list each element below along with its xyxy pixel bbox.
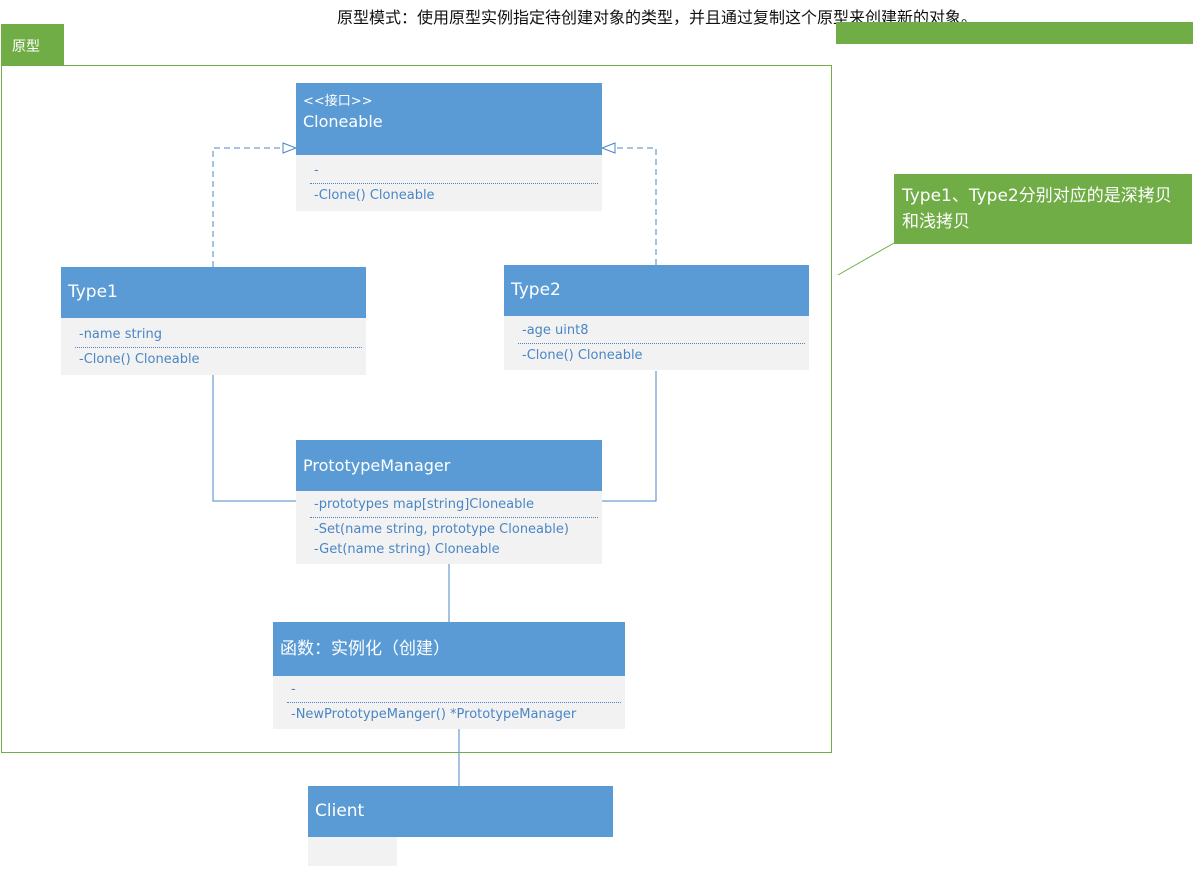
class-header: <<接口>> Cloneable — [296, 83, 602, 155]
class-header: 函数：实例化（创建） — [273, 622, 625, 676]
class-field: - — [314, 163, 319, 178]
class-name: Type2 — [511, 280, 561, 300]
class-factory-function: 函数：实例化（创建） - -NewPrototypeManger() *Prot… — [273, 622, 625, 729]
class-stereotype: <<接口>> — [303, 94, 373, 109]
class-field: -prototypes map[string]Cloneable — [314, 497, 535, 512]
class-name: PrototypeManager — [303, 456, 451, 475]
type1-realization-arrowhead — [282, 142, 298, 154]
class-field: -name string — [79, 327, 163, 342]
type2-manager-line — [602, 371, 657, 502]
class-method: -Get(name string) Cloneable — [314, 542, 500, 557]
class-method: -Set(name string, prototype Cloneable) — [314, 522, 569, 537]
note-callout: Type1、Type2分别对应的是深拷贝和浅拷贝 — [894, 174, 1192, 244]
class-body: -prototypes map[string]Cloneable -Set(na… — [296, 491, 602, 564]
note-callout-line — [837, 242, 895, 276]
class-header: Client — [308, 786, 613, 837]
class-field: -age uint8 — [522, 323, 589, 338]
type1-manager-line — [212, 375, 296, 502]
class-header: Type2 — [504, 265, 809, 316]
class-body: -name string -Clone() Cloneable — [61, 318, 366, 375]
class-type2: Type2 -age uint8 -Clone() Cloneable — [504, 265, 809, 370]
class-body: - -NewPrototypeManger() *PrototypeManage… — [273, 676, 625, 729]
member-separator — [75, 347, 362, 348]
type2-realization-arrowhead — [600, 142, 616, 154]
prototype-frame — [1, 65, 832, 753]
class-type1: Type1 -name string -Clone() Cloneable — [61, 267, 366, 375]
title-highlight-bar — [836, 22, 1193, 44]
member-separator — [310, 183, 598, 184]
frame-label: 原型 — [1, 24, 64, 65]
member-separator — [518, 343, 805, 344]
class-body — [308, 837, 397, 866]
member-separator — [287, 702, 621, 703]
page-title: 原型模式：使用原型实例指定待创建对象的类型，并且通过复制这个原型来创建新的对象。 — [337, 8, 978, 27]
class-name: 函数：实例化（创建） — [280, 639, 450, 659]
class-field: - — [291, 682, 296, 697]
class-method: -Clone() Cloneable — [79, 352, 200, 367]
class-method: -Clone() Cloneable — [522, 348, 643, 363]
class-name: Type1 — [68, 282, 118, 302]
class-body: - -Clone() Cloneable — [296, 155, 602, 211]
class-method: -NewPrototypeManger() *PrototypeManager — [291, 707, 577, 722]
type2-realization-line — [615, 147, 657, 265]
class-name: Client — [315, 801, 365, 821]
class-client: Client — [308, 786, 613, 866]
class-name: Cloneable — [303, 112, 383, 131]
class-header: Type1 — [61, 267, 366, 318]
class-method: -Clone() Cloneable — [314, 188, 435, 203]
member-separator — [310, 517, 598, 518]
class-cloneable: <<接口>> Cloneable - -Clone() Cloneable — [296, 83, 602, 211]
class-body: -age uint8 -Clone() Cloneable — [504, 316, 809, 370]
class-prototype-manager: PrototypeManager -prototypes map[string]… — [296, 440, 602, 564]
class-header: PrototypeManager — [296, 440, 602, 491]
